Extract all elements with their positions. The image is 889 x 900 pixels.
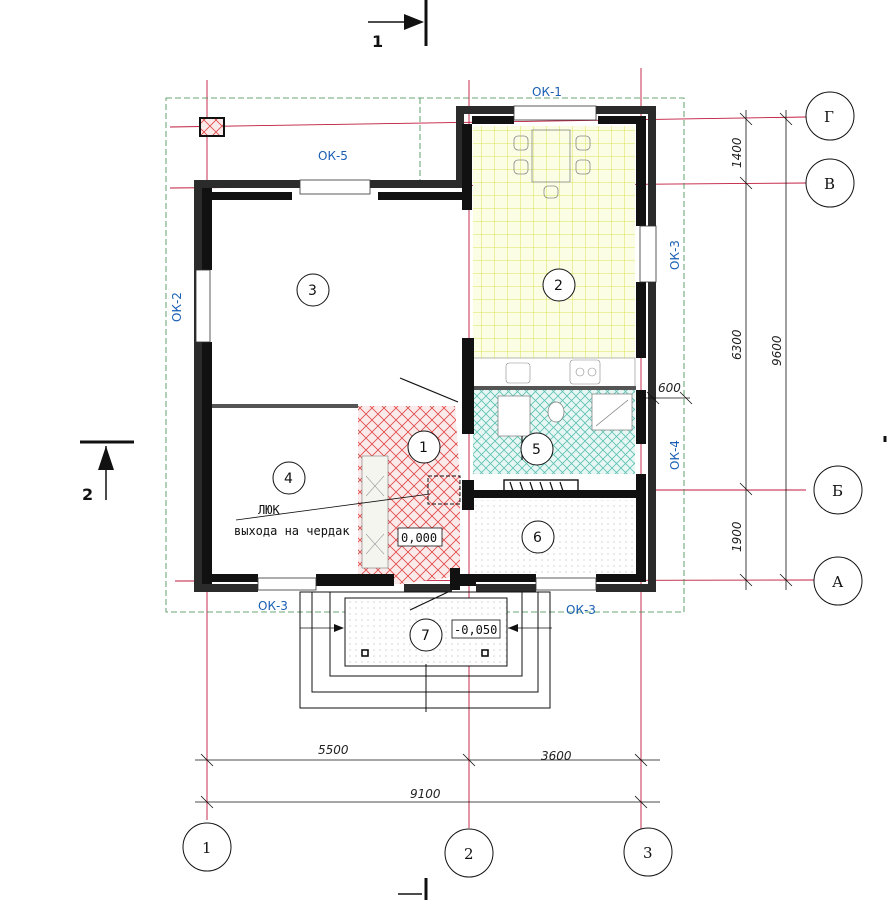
section-mark-left: 2 (80, 440, 134, 504)
dim-right-1900: 1900 (730, 521, 744, 552)
axis-3-label: 3 (643, 844, 653, 862)
window-label-ok4: ОК-4 (668, 440, 682, 470)
room-7-label: 7 (421, 628, 430, 644)
dim-right-9600: 9600 (770, 335, 784, 366)
room-3-label: 3 (308, 283, 317, 299)
windows (195, 105, 657, 591)
room-4-label: 4 (284, 471, 293, 487)
stair-hatch (361, 455, 389, 569)
room-6-label: 6 (533, 530, 542, 546)
dim-bottom-9100: 9100 (410, 787, 441, 801)
chimney (199, 117, 225, 137)
hatch-note-line1: ЛЮК (258, 503, 280, 517)
section-mark-left-label: 2 (82, 485, 93, 504)
section-mark-top-label: 1 (372, 32, 383, 51)
level-floor: 0,000 (401, 531, 437, 545)
section-mark-top: 1 (368, 0, 428, 51)
attic-hatch (427, 475, 461, 505)
section-mark-bottom (398, 878, 428, 900)
axis-B-label: Б (832, 482, 843, 500)
dim-bottom-3600: 3600 (541, 749, 572, 763)
window-label-ok5: ОК-5 (318, 149, 348, 163)
interior-walls (202, 116, 646, 590)
window-label-ok3-right: ОК-3 (668, 240, 682, 270)
room-5-label: 5 (532, 442, 541, 458)
room-1-label: 1 (419, 440, 428, 456)
walls (194, 106, 656, 592)
axis-G-label: Г (824, 108, 834, 126)
axis-2-label: 2 (464, 845, 474, 863)
porch (299, 591, 551, 712)
room-2-label: 2 (554, 278, 563, 294)
hatch-note-line2: выхода на чердак (234, 524, 350, 538)
dining-table (513, 129, 591, 199)
room-markers (272, 268, 576, 652)
axis-V-label: В (824, 175, 835, 193)
dim-right-1400: 1400 (730, 137, 744, 168)
axis-A-label: А (832, 573, 844, 591)
window-label-ok3-left: ОК-3 (258, 599, 288, 613)
axis-1-label: 1 (202, 839, 212, 857)
window-label-ok2: ОК-2 (170, 292, 184, 322)
level-porch: -0,050 (454, 623, 497, 637)
dim-bottom-5500: 5500 (318, 743, 349, 757)
window-label-ok1: ОК-1 (532, 85, 562, 99)
dim-wall-600: 600 (658, 381, 681, 395)
bath-fixtures (497, 393, 633, 460)
window-label-ok3-bottom: ОК-3 (566, 603, 596, 617)
dim-right-6300: 6300 (730, 329, 744, 360)
room-kitchen-fill (473, 126, 635, 358)
